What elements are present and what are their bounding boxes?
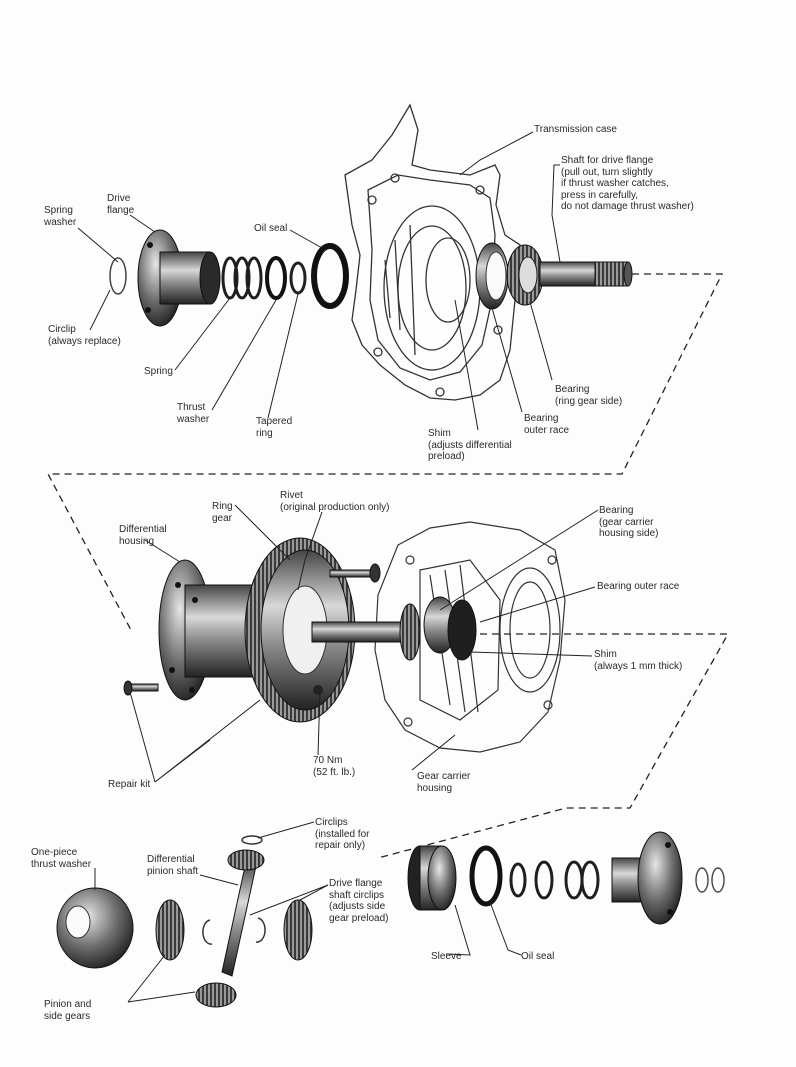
label-gear-carrier-housing: Gear carrier housing xyxy=(417,771,471,794)
leader-lines xyxy=(77,131,599,1003)
label-pinion-and-side-gears: Pinion and side gears xyxy=(44,999,92,1022)
end-washers-bottom-part xyxy=(695,867,725,893)
label-transmission-case: Transmission case xyxy=(534,124,617,135)
label-oil-seal-bottom: Oil seal xyxy=(521,951,555,962)
label-rivet: Rivet (original production only) xyxy=(280,490,390,513)
bearing-top-part xyxy=(506,244,544,306)
sleeve-part xyxy=(407,845,457,911)
pinion-shaft-part xyxy=(221,861,257,977)
rivet-part xyxy=(329,563,381,583)
label-bearing-gear-carrier: Bearing (gear carrier housing side) xyxy=(599,505,659,539)
circlip-parts xyxy=(202,835,266,945)
label-circlips: Circlips (installed for repair only) xyxy=(315,817,370,851)
spring-washer-part xyxy=(109,257,127,295)
alignment-dashed-lines xyxy=(46,273,730,859)
pinion-gear-bottom-part xyxy=(195,982,237,1008)
label-ring-gear: Ring gear xyxy=(212,501,233,524)
label-oil-seal-top: Oil seal xyxy=(254,223,288,234)
label-spring: Spring xyxy=(144,366,173,377)
spring-bottom-part xyxy=(509,860,600,900)
side-gear-left-part xyxy=(155,899,185,961)
tapered-ring-part xyxy=(289,261,307,295)
label-shim-top: Shim (adjusts differential preload) xyxy=(428,428,512,462)
shaft-part xyxy=(539,261,633,287)
drive-flange-part xyxy=(137,229,221,327)
label-thrust-washer: Thrust washer xyxy=(177,402,210,425)
spring-part xyxy=(221,256,263,300)
label-circlip: Circlip (always replace) xyxy=(48,324,121,347)
oil-seal-bottom-part xyxy=(469,845,503,907)
pinion-gear-top-part xyxy=(227,849,265,871)
label-differential-housing: Differential housing xyxy=(119,524,167,547)
side-gear-right-part xyxy=(283,899,313,961)
label-torque-70nm: 70 Nm (52 ft. lb.) xyxy=(313,755,356,778)
label-drive-flange: Drive flange xyxy=(107,193,135,216)
differential-housing-part xyxy=(158,559,256,701)
drive-shaft-mid-part xyxy=(311,603,421,661)
label-one-piece-thrust-washer: One-piece thrust washer xyxy=(31,847,92,870)
label-tapered-ring: Tapered ring xyxy=(256,416,293,439)
label-spring-washer: Spring washer xyxy=(44,205,77,228)
label-sleeve: Sleeve xyxy=(431,951,462,962)
repair-kit-bolt-part xyxy=(123,680,159,696)
label-shaft-for-drive-flange: Shaft for drive flange (pull out, turn s… xyxy=(561,155,694,212)
label-bearing-outer-race-mid: Bearing outer race xyxy=(597,581,680,592)
label-repair-kit: Repair kit xyxy=(108,779,151,790)
one-piece-thrust-washer-part xyxy=(56,887,134,969)
bearing-outer-race-top-part xyxy=(475,242,509,310)
bearing-mid-part xyxy=(423,596,477,661)
label-bearing-outer-race-top: Bearing outer race xyxy=(524,413,570,436)
label-differential-pinion-shaft: Differential pinion shaft xyxy=(147,854,199,877)
oil-seal-top-part xyxy=(311,243,349,309)
label-drive-flange-shaft-circlips: Drive flange shaft circlips (adjusts sid… xyxy=(329,878,389,924)
ring-gear-part xyxy=(244,537,356,723)
label-bearing-ring-gear-side: Bearing (ring gear side) xyxy=(555,384,623,407)
label-shim-mid: Shim (always 1 mm thick) xyxy=(594,649,683,672)
drive-flange-bottom-part xyxy=(611,831,683,925)
thrust-washer-part xyxy=(265,256,287,300)
